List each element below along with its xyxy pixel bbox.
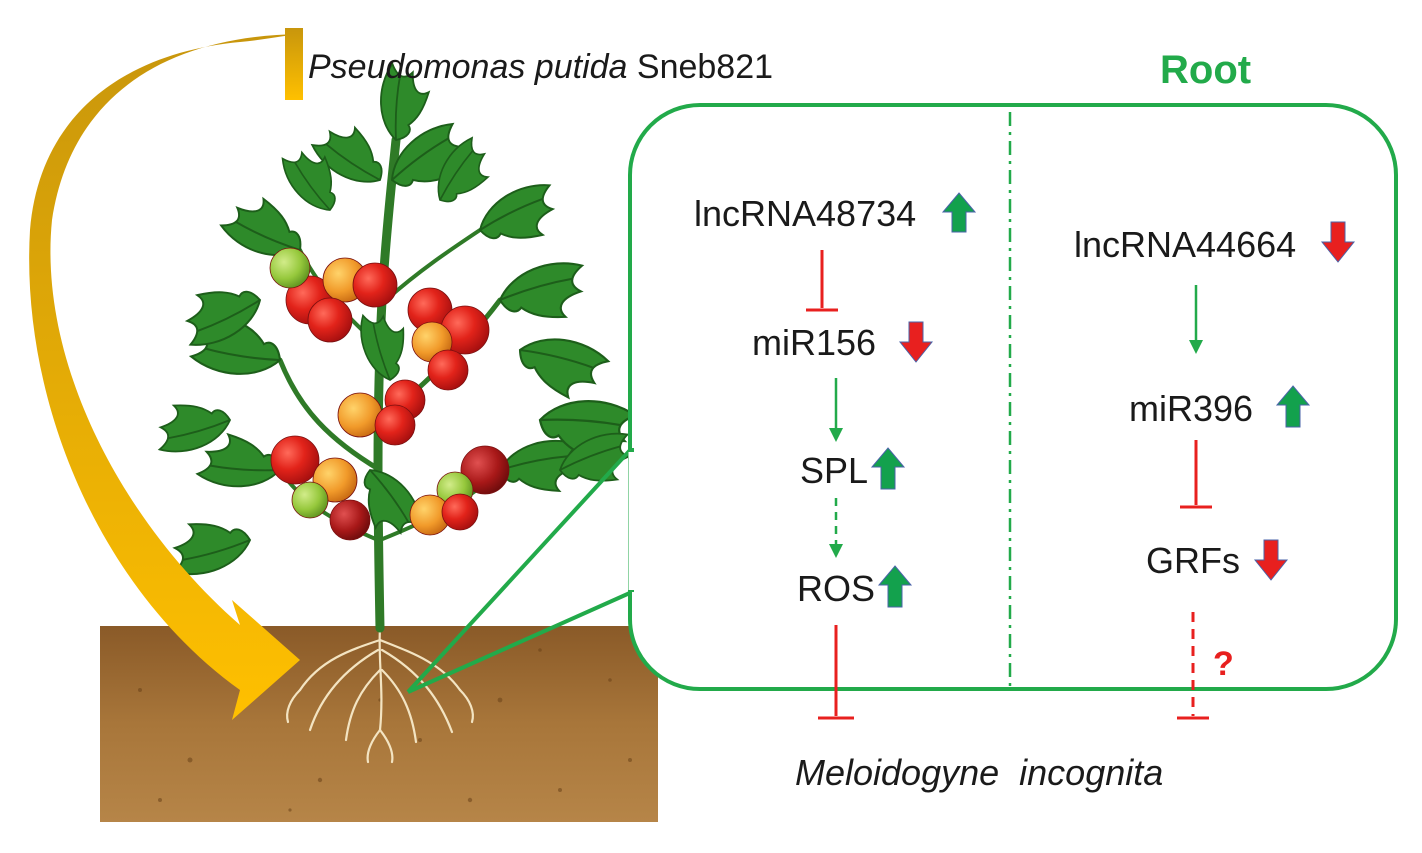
root-system — [286, 626, 474, 764]
up-arrow-icon — [870, 447, 906, 490]
box-title: Root — [1160, 48, 1252, 92]
bacteria-label: Pseudomonas putida Sneb821 — [308, 48, 773, 87]
up-arrow-icon — [1275, 385, 1311, 428]
node-mir396: miR396 — [1129, 388, 1254, 429]
node-grfs: GRFs — [1146, 540, 1240, 581]
trend-arrows — [870, 192, 1356, 608]
node-ros: ROS — [797, 568, 876, 609]
plant-leaves — [151, 61, 639, 580]
down-arrow-icon — [898, 321, 934, 363]
down-arrow-icon — [1320, 221, 1356, 263]
plant-stem — [277, 135, 503, 633]
nematode-genus: Meloidogyne — [795, 752, 1000, 793]
up-arrow-icon — [941, 192, 977, 233]
tomato-fruits — [269, 247, 510, 541]
bacteria-strain: Sneb821 — [636, 48, 774, 86]
unknown-marker: ? — [1213, 645, 1234, 683]
callout-lines — [406, 446, 634, 694]
node-spl: SPL — [800, 450, 869, 491]
right-connectors — [1177, 285, 1212, 720]
down-arrow-icon — [1253, 539, 1289, 581]
left-connectors — [806, 250, 854, 720]
curved-arrow — [29, 28, 303, 720]
up-arrow-icon — [877, 565, 913, 608]
nematode-species: incognita — [1019, 752, 1164, 793]
nematode-label: Meloidogyne incognita — [795, 752, 1163, 794]
node-lncrna48734: lncRNA48734 — [694, 193, 917, 234]
bacteria-species: Pseudomonas putida — [308, 48, 628, 86]
node-lncrna44664: lncRNA44664 — [1074, 224, 1297, 265]
node-mir156: miR156 — [752, 322, 877, 363]
